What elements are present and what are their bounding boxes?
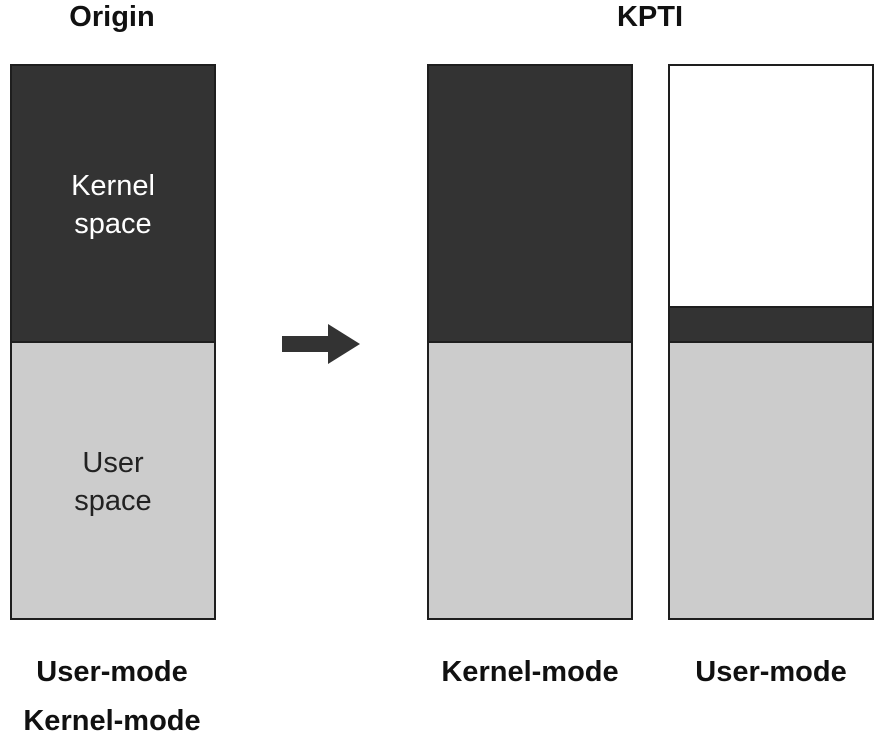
kpti-kernel-mode-column: [427, 64, 633, 620]
kpti-kernel-mode-divider: [429, 341, 631, 343]
origin-user-space-block: [12, 343, 214, 618]
kpti-user-mode-column: [668, 64, 874, 620]
origin-mode-label-line1: User-mode: [36, 656, 188, 688]
origin-user-space-label-line1: User: [82, 447, 144, 479]
right-arrow-icon: [282, 324, 360, 364]
kpti-user-mode-label: User-mode: [695, 656, 847, 688]
kpti-user-mode-divider: [670, 341, 872, 343]
kpti-user-mode-top-divider: [670, 306, 872, 308]
origin-user-space-label-line2: space: [74, 485, 152, 517]
origin-kernel-space-label-line2: space: [74, 208, 152, 240]
kpti-kernel-mode-label: Kernel-mode: [441, 656, 619, 688]
origin-kernel-space-block: [12, 66, 214, 341]
kpti-user-mode-minimal-kernel-block: [670, 308, 872, 341]
origin-kernel-space-label-line1: Kernel: [71, 170, 155, 202]
origin-divider: [12, 341, 214, 343]
kpti-heading: KPTI: [616, 1, 684, 33]
kpti-user-mode-unmapped-block: [670, 66, 872, 306]
kpti-kernel-mode-kernel-space-block: [429, 66, 631, 341]
kpti-kernel-mode-user-space-block: [429, 343, 631, 618]
origin-address-space-column: Kernel space User space: [10, 64, 216, 620]
origin-heading: Origin: [69, 1, 155, 33]
origin-mode-label-line2: Kernel-mode: [23, 705, 201, 737]
kpti-user-mode-user-space-block: [670, 343, 872, 618]
